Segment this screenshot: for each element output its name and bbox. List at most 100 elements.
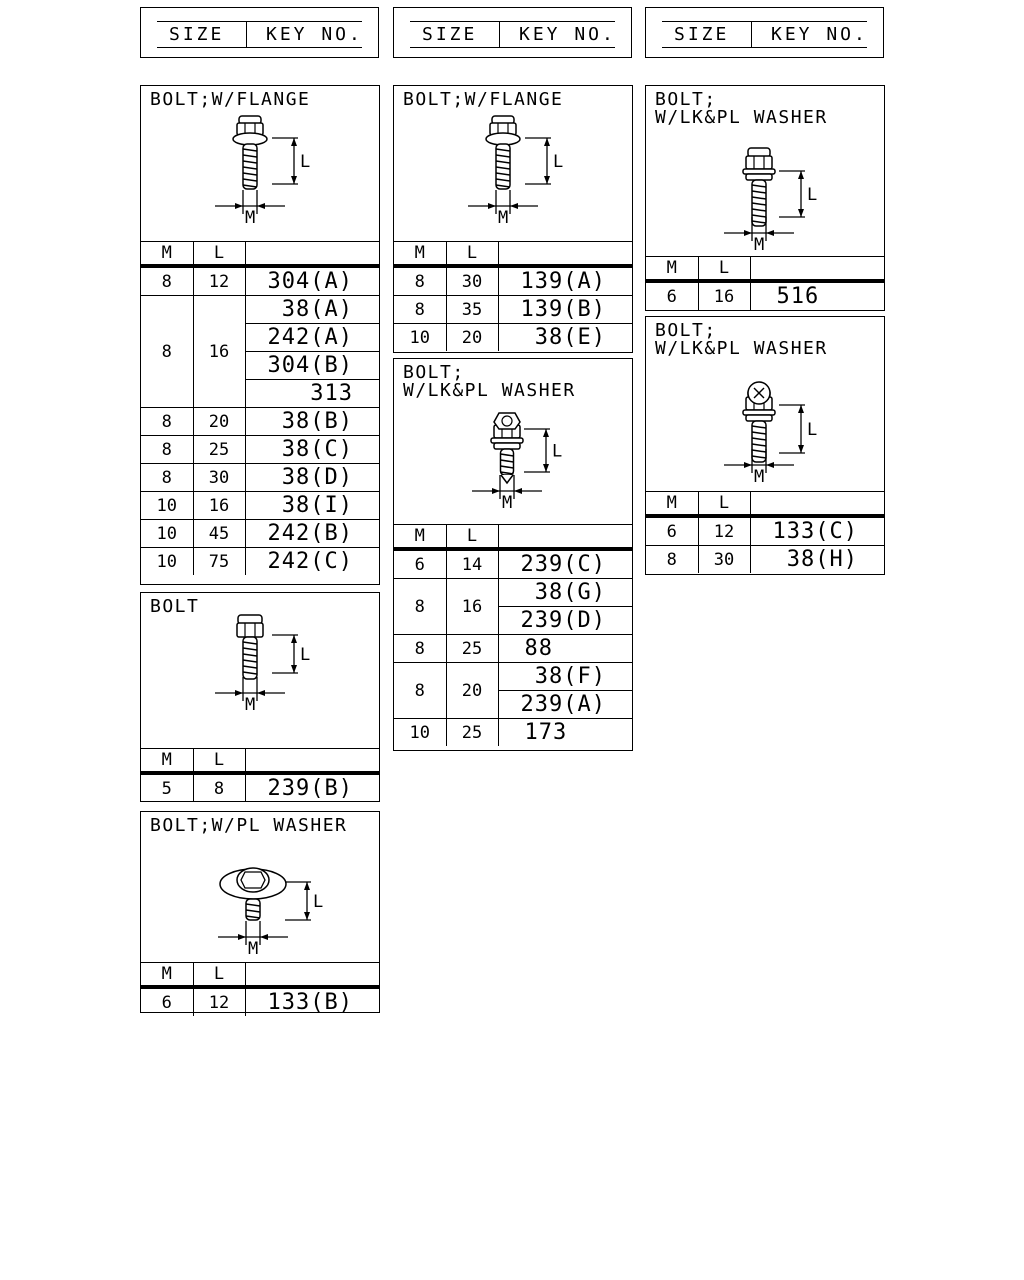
bolt-drawing-icon: LM bbox=[215, 115, 310, 228]
key-no-label: KEY NO. bbox=[519, 24, 616, 45]
size-m-cell: 8 bbox=[394, 634, 447, 663]
size-m-cell: 8 bbox=[394, 295, 447, 324]
size-m-cell: 8 bbox=[141, 265, 194, 296]
bolt-drawing-icon: LM bbox=[724, 147, 817, 255]
size-l-cell: 8 bbox=[192, 772, 246, 802]
size-m-cell: 6 bbox=[141, 986, 194, 1016]
size-l-cell: 30 bbox=[192, 463, 246, 492]
key-no-cell: 242(C) bbox=[244, 547, 379, 575]
size-l-cell: 16 bbox=[697, 280, 751, 310]
bolt-drawing-icon: LM bbox=[472, 412, 562, 513]
length-dimension-label: L bbox=[807, 420, 817, 440]
column-header-l: L bbox=[192, 241, 246, 268]
key-no-cell: 38(I) bbox=[244, 491, 379, 520]
diameter-dimension-label: M bbox=[245, 695, 255, 715]
diameter-dimension-label: M bbox=[245, 208, 255, 228]
size-m-cell: 8 bbox=[394, 662, 447, 719]
column-header-m: M bbox=[646, 491, 699, 518]
size-l-cell: 30 bbox=[697, 545, 751, 573]
bolt-drawing-icon: LM bbox=[218, 867, 323, 959]
panel-title: BOLT;W/FLANGE bbox=[403, 89, 564, 110]
key-no-cell: 38(C) bbox=[244, 435, 379, 464]
key-no-cell: 173 bbox=[497, 718, 632, 746]
key-no-cell: 38(D) bbox=[244, 463, 379, 492]
length-dimension-label: L bbox=[313, 892, 323, 912]
table-row: 313 bbox=[141, 379, 379, 408]
column-header-key bbox=[244, 748, 379, 775]
panel-title: BOLT;W/LK&PL WASHER bbox=[655, 89, 828, 128]
key-no-cell: 239(B) bbox=[244, 772, 379, 802]
size-l-cell: 25 bbox=[445, 718, 499, 746]
key-no-cell: 139(B) bbox=[497, 295, 632, 324]
key-no-cell: 304(A) bbox=[244, 265, 379, 296]
key-no-cell: 304(B) bbox=[245, 351, 379, 380]
size-l-cell: 16 bbox=[445, 578, 499, 635]
size-l-cell: 25 bbox=[192, 435, 246, 464]
diameter-dimension-label: M bbox=[502, 493, 512, 513]
panel-title: BOLT bbox=[150, 596, 200, 617]
size-l-cell: 16 bbox=[192, 491, 246, 520]
key-no-cell: 38(H) bbox=[749, 545, 884, 573]
size-m-cell: 10 bbox=[394, 323, 447, 351]
key-no-cell: 38(A) bbox=[244, 295, 379, 324]
size-m-cell: 8 bbox=[141, 295, 194, 408]
size-label: SIZE bbox=[422, 24, 478, 45]
size-l-cell: 25 bbox=[445, 634, 499, 663]
column-header-l: L bbox=[445, 241, 499, 268]
key-no-cell: 88 bbox=[497, 634, 632, 663]
diameter-dimension-label: M bbox=[754, 235, 764, 255]
key-no-label: KEY NO. bbox=[266, 24, 363, 45]
size-m-cell: 10 bbox=[141, 519, 194, 548]
length-dimension-label: L bbox=[807, 185, 817, 205]
column-header-key bbox=[244, 241, 379, 268]
size-label: SIZE bbox=[674, 24, 730, 45]
diameter-dimension-label: M bbox=[754, 467, 764, 487]
panel-title: BOLT;W/LK&PL WASHER bbox=[403, 362, 576, 401]
diameter-dimension-label: M bbox=[498, 208, 508, 228]
key-no-cell: 239(A) bbox=[498, 690, 632, 719]
size-l-cell: 20 bbox=[192, 407, 246, 436]
column-header-key bbox=[244, 962, 379, 989]
column-header-key bbox=[497, 241, 632, 268]
size-m-cell: 10 bbox=[394, 718, 447, 746]
length-dimension-label: L bbox=[553, 152, 563, 172]
size-m-cell: 8 bbox=[394, 265, 447, 296]
panel-title: BOLT;W/FLANGE bbox=[150, 89, 311, 110]
table-row: 239(A) bbox=[394, 690, 632, 719]
key-no-cell: 242(B) bbox=[244, 519, 379, 548]
panel-title: BOLT;W/LK&PL WASHER bbox=[655, 320, 828, 359]
size-m-cell: 6 bbox=[394, 548, 447, 579]
key-no-cell: 38(E) bbox=[497, 323, 632, 351]
size-label: SIZE bbox=[169, 24, 225, 45]
size-key-header-2: SIZE KEY NO. bbox=[393, 7, 632, 58]
column-header-l: L bbox=[697, 256, 751, 283]
size-m-cell: 6 bbox=[646, 280, 699, 310]
key-no-cell: 38(B) bbox=[244, 407, 379, 436]
bolt-drawing-icon: LM bbox=[724, 381, 817, 487]
key-no-cell: 133(C) bbox=[749, 515, 884, 546]
diameter-dimension-label: M bbox=[248, 939, 258, 959]
